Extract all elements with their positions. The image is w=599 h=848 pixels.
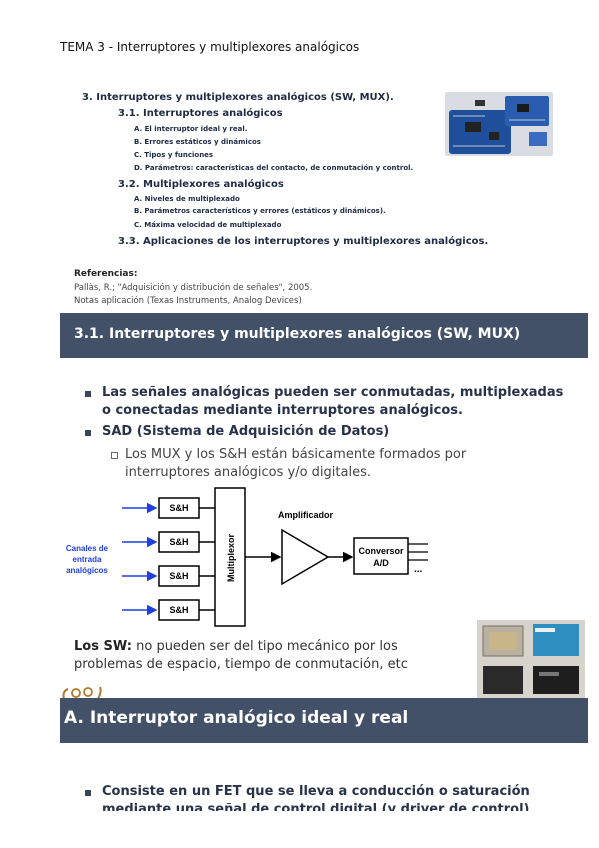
- adc-block: [353, 537, 409, 575]
- sw-line-2: problemas de espacio, tiempo de conmutac…: [74, 657, 408, 672]
- reference-line-2: Notas aplicación (Texas Instruments, Ana…: [74, 296, 302, 306]
- sw-line-1: Los SW: no pueden ser del tipo mecánico …: [74, 638, 398, 655]
- toc-item-c: C. Tipos y funciones: [134, 151, 214, 159]
- sw-bold-label: Los SW:: [74, 639, 132, 654]
- partial-logo-icon: [60, 684, 106, 698]
- slide2-bullet-line-2: mediante una señal de control digital (y…: [102, 802, 530, 811]
- toc-item-c2: C. Máxima velocidad de multiplexado: [134, 221, 282, 229]
- multiplexor-label: Multiplexor: [226, 534, 236, 582]
- sh-label-1: S&H: [169, 503, 188, 513]
- slide-banner-a: A. Interruptor analógico ideal y real: [60, 698, 588, 743]
- amplifier-label: Amplificador: [278, 510, 334, 520]
- slide2-bullet-line-1: Consiste en un FET que se lleva a conduc…: [102, 784, 530, 799]
- multiplexor-block: [214, 487, 246, 627]
- slide2-bullet-line-2-clip: mediante una señal de control digital (y…: [102, 801, 582, 811]
- sub-bullet-line-2: interruptores analógicos y/o digitales.: [125, 465, 371, 480]
- relay-photo: [477, 620, 585, 700]
- inputs-label-line-1: Canales de: [66, 544, 109, 553]
- toc-item-b2: B. Parámetros característicos y errores …: [134, 207, 386, 215]
- toc-section-3-1: 3.1. Interruptores analógicos: [118, 108, 283, 119]
- bullet-2: SAD (Sistema de Adquisición de Datos): [102, 424, 390, 439]
- toc-item-a: A. El interruptor ideal y real.: [134, 125, 248, 133]
- sh-label-4: S&H: [169, 605, 188, 615]
- inputs-label-line-3: analógicos: [66, 566, 108, 575]
- sub-bullet-line-1: Los MUX y los S&H están básicamente form…: [125, 447, 467, 462]
- toc-item-a2: A. Niveles de multiplexado: [134, 195, 240, 203]
- page-header: TEMA 3 - Interruptores y multiplexores a…: [60, 40, 360, 54]
- amplifier-triangle: [281, 528, 330, 586]
- bullet-square-icon: [85, 430, 91, 436]
- bullet-square-icon: [85, 790, 91, 796]
- references-label: Referencias:: [74, 269, 138, 279]
- adc-label-line-1: Conversor: [358, 546, 404, 556]
- adc-label-line-2: A/D: [373, 558, 389, 568]
- circuit-board-photo: [445, 92, 553, 156]
- inputs-label-line-2: entrada: [73, 555, 102, 564]
- sh-label-3: S&H: [169, 571, 188, 581]
- sh-label-2: S&H: [169, 537, 188, 547]
- slide-banner-a-title: A. Interruptor analógico ideal y real: [64, 708, 409, 728]
- reference-line-1: Pallàs, R.; "Adquisición y distribución …: [74, 283, 313, 293]
- hollow-square-bullet-icon: [111, 452, 118, 459]
- bullet-square-icon: [85, 391, 91, 397]
- slide-banner-3-1: 3.1. Interruptores y multiplexores analó…: [60, 313, 588, 358]
- toc-section-3-2: 3.2. Multiplexores analógicos: [118, 179, 284, 190]
- sw-line-1-text: no pueden ser del tipo mecánico por los: [131, 639, 398, 654]
- adc-output-dots: ...: [414, 564, 423, 575]
- bullet-1-line-1: Las señales analógicas pueden ser conmut…: [102, 385, 564, 400]
- toc-item-b: B. Errores estáticos y dinámicos: [134, 138, 261, 146]
- toc-title: 3. Interruptores y multiplexores analógi…: [82, 92, 394, 103]
- toc-item-d: D. Parámetros: características del conta…: [134, 164, 414, 172]
- sad-block-diagram: S&H S&H S&H S&H Multiplexor Amplificador…: [66, 487, 428, 627]
- slide-banner-3-1-title: 3.1. Interruptores y multiplexores analó…: [74, 326, 521, 342]
- toc-section-3-3: 3.3. Aplicaciones de los interruptores y…: [118, 236, 489, 247]
- bullet-1-line-2: o conectadas mediante interruptores anal…: [102, 403, 463, 418]
